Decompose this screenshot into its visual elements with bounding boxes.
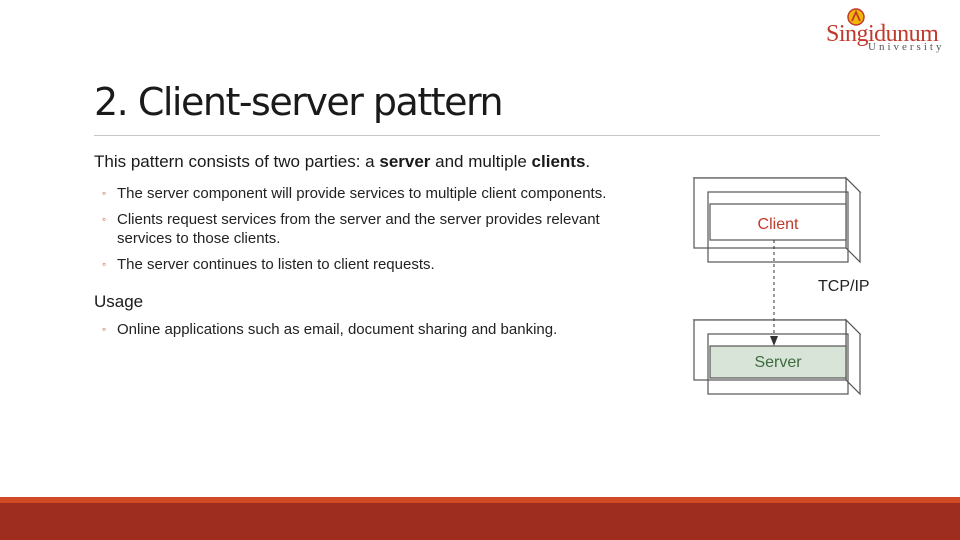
slide-content: This pattern consists of two parties: a … <box>94 150 624 346</box>
slide-title: 2. Client-server pattern <box>94 80 504 124</box>
intro-bold-server: server <box>379 152 431 171</box>
footer-accent-line <box>0 497 960 503</box>
pattern-bullet-list: ◦ The server component will provide servi… <box>94 184 624 274</box>
bullet-text: Clients request services from the server… <box>117 211 600 247</box>
list-item: ◦ The server continues to listen to clien… <box>102 255 624 274</box>
bullet-marker-icon: ◦ <box>102 322 107 336</box>
client-label: Client <box>758 216 799 233</box>
intro-bold-clients: clients <box>531 152 586 171</box>
server-label: Server <box>754 354 802 371</box>
intro-paragraph: This pattern consists of two parties: a … <box>94 150 624 174</box>
university-emblem-icon <box>847 8 865 26</box>
logo-name: Singidunum <box>826 21 939 47</box>
usage-bullet-list: ◦ Online applications such as email, docu… <box>94 320 624 339</box>
usage-heading: Usage <box>94 292 144 311</box>
arrowhead-icon <box>770 336 778 346</box>
bullet-marker-icon: ◦ <box>102 212 107 226</box>
bullet-text: Online applications such as email, docum… <box>117 321 558 338</box>
intro-text-2: and multiple <box>430 152 532 171</box>
intro-text-3: . <box>585 152 591 171</box>
footer-bar <box>0 497 960 540</box>
tcp-ip-label: TCP/IP <box>818 278 870 295</box>
bullet-text: The server continues to listen to client… <box>117 256 435 273</box>
client-server-diagram: Client Server TCP/IP <box>690 170 890 405</box>
intro-text-1: This pattern consists of two parties: a <box>94 152 380 171</box>
list-item: ◦ Clients request services from the serve… <box>102 210 624 248</box>
client-node: Client <box>692 176 862 264</box>
bullet-text: The server component will provide servic… <box>117 185 607 202</box>
server-node: Server <box>692 318 862 396</box>
title-divider <box>94 135 880 136</box>
university-logo: Singidunum University <box>822 8 952 58</box>
bullet-marker-icon: ◦ <box>102 186 107 200</box>
list-item: ◦ The server component will provide servi… <box>102 184 624 203</box>
bullet-marker-icon: ◦ <box>102 257 107 271</box>
client-server-diagram-svg: Client Server TCP/IP <box>692 176 870 396</box>
logo-subtitle: University <box>868 41 945 53</box>
list-item: ◦ Online applications such as email, docu… <box>102 320 624 339</box>
